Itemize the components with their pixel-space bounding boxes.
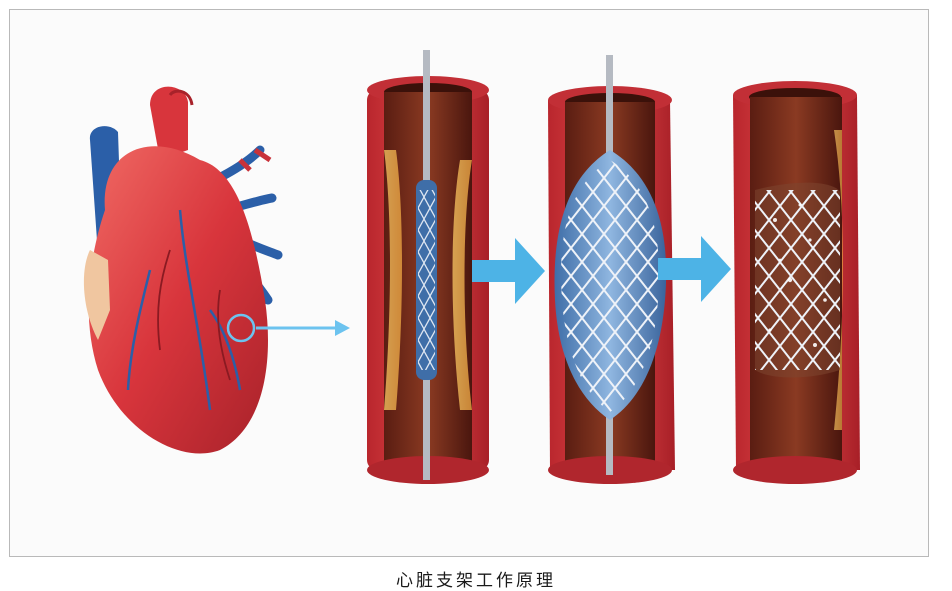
illustration-frame	[9, 9, 929, 557]
heart-illustration	[84, 87, 350, 454]
figure-caption: 心脏支架工作原理	[0, 566, 952, 591]
vessel-balloon-inflation	[548, 55, 675, 484]
vessel-catheter-insertion	[367, 50, 489, 484]
vessel-stent-deployed	[733, 81, 860, 484]
pointer-arrowhead	[335, 320, 350, 336]
